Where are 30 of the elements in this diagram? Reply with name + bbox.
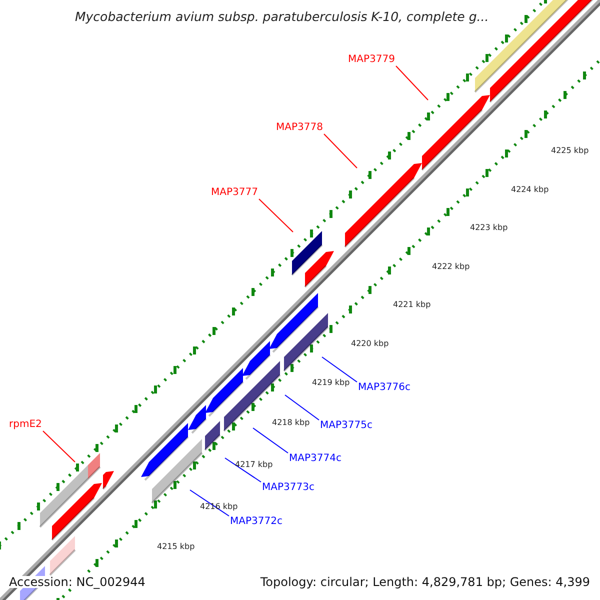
scale-tick-label: 4219 kbp: [312, 379, 350, 387]
leader-line: [322, 356, 358, 382]
footer-text: Accession: NC_002944: [9, 576, 146, 588]
leader-line: [396, 66, 428, 100]
scale-tick-label: 4223 kbp: [470, 224, 508, 232]
leader-line: [284, 394, 320, 420]
leader-line: [258, 198, 294, 232]
gene-label: rpmE2: [9, 420, 42, 430]
scale-tick-label: 4217 kbp: [235, 461, 273, 469]
leader-line: [42, 430, 76, 462]
gene-label: MAP3773c: [262, 483, 314, 493]
scale-tick-label: 4224 kbp: [511, 186, 549, 194]
gene-label: MAP3776c: [358, 383, 410, 393]
leader-line: [324, 134, 358, 168]
footer-text: Topology: circular; Length: 4,829,781 bp; Genes: 4,399: [260, 576, 590, 588]
scale-tick-label: 4222 kbp: [432, 263, 470, 271]
leader-line: [252, 428, 288, 454]
leader-line: [224, 458, 262, 482]
map-title: Mycobacterium avium subsp. paratuberculosis K-10, complete g...: [75, 11, 489, 24]
gene-label: MAP3775c: [320, 421, 372, 431]
scale-tick-label: 4221 kbp: [393, 301, 431, 309]
gene-label: MAP3772c: [230, 517, 282, 527]
gene-label: MAP3779: [348, 55, 395, 65]
scale-tick-label: 4218 kbp: [272, 419, 310, 427]
scale-tick-label: 4215 kbp: [157, 543, 195, 551]
scale-tick-label: 4225 kbp: [551, 147, 589, 155]
gene-label: MAP3774c: [289, 454, 342, 464]
scale-tick-label: 4220 kbp: [351, 340, 389, 348]
gene-label: MAP3777: [211, 188, 258, 198]
gene-label: MAP3778: [276, 123, 323, 133]
